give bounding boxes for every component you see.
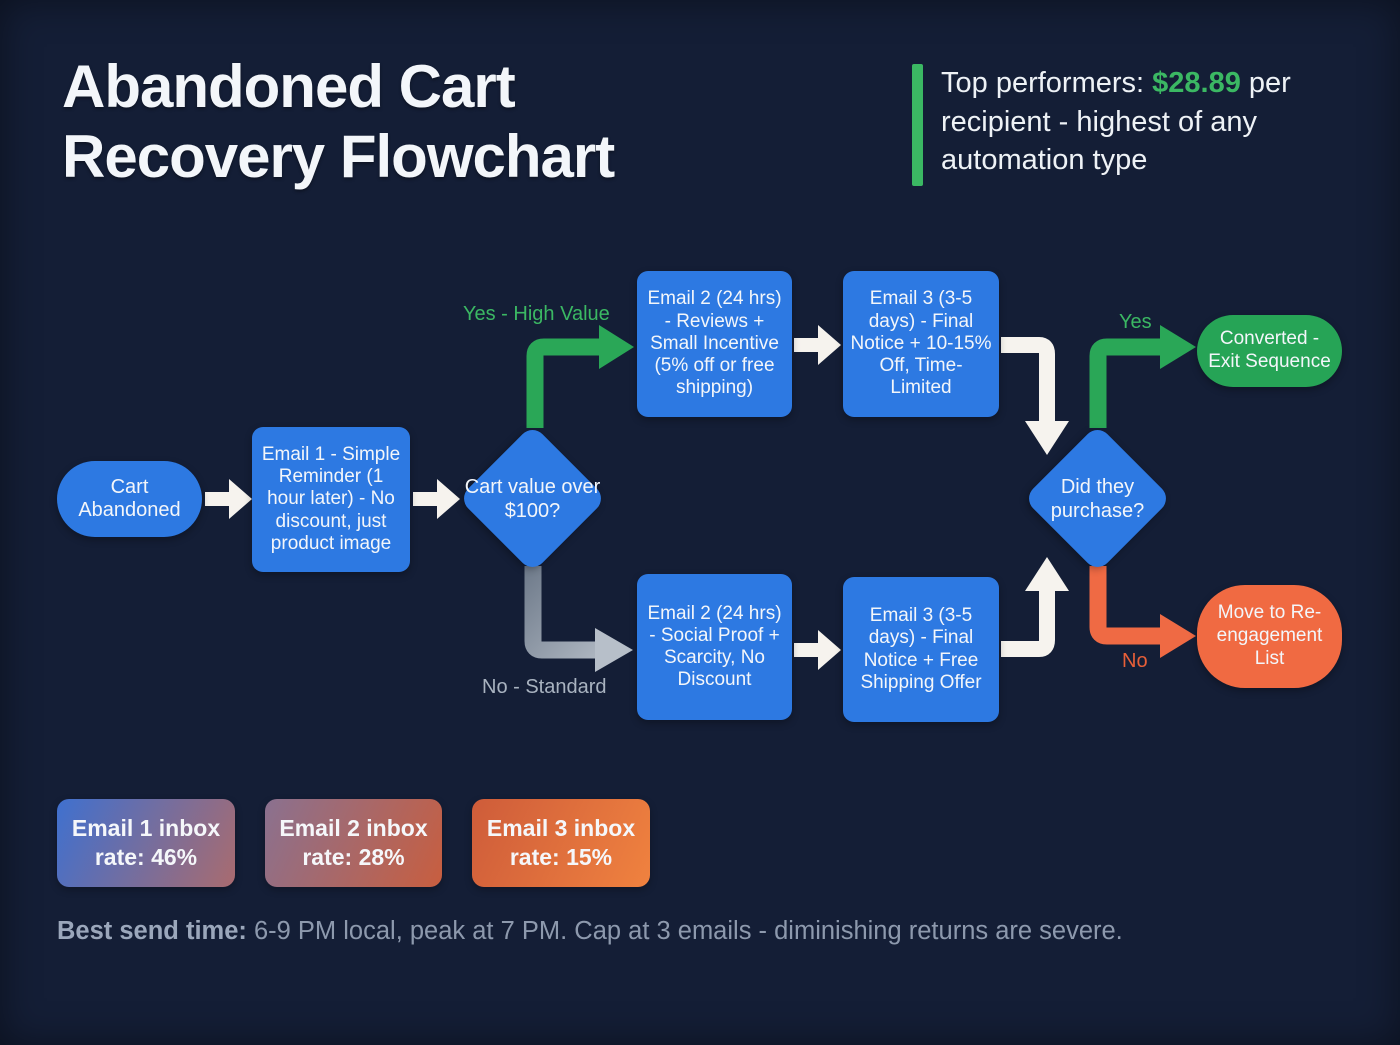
stat-email1-inbox-rate: Email 1 inbox rate: 46%	[57, 799, 235, 887]
best-send-time-note: Best send time: 6-9 PM local, peak at 7 …	[57, 917, 1123, 946]
page-title: Abandoned Cart Recovery Flowchart	[62, 53, 615, 191]
top-performers-callout: Top performers: $28.89 per recipient - h…	[912, 64, 1313, 186]
node-decision-cart-value: Cart value over $100?	[458, 424, 607, 573]
node-label: Email 3 (3-5 days) - Final Notice + Free…	[860, 605, 982, 693]
arrow-email2std-to-email3std	[794, 630, 841, 670]
arrow-email3std-to-decision2	[1001, 557, 1069, 657]
stat-label: Email 3 inbox rate: 15%	[486, 815, 636, 870]
node-email1: Email 1 - Simple Reminder (1 hour later)…	[252, 427, 410, 572]
footer-bold: Best send time:	[57, 917, 247, 945]
edge-label-no: No	[1122, 650, 1148, 672]
node-label: Email 2 (24 hrs) - Social Proof + Scarci…	[647, 602, 782, 691]
callout-prefix: Top performers:	[941, 67, 1153, 99]
footer-text: 6-9 PM local, peak at 7 PM. Cap at 3 ema…	[246, 917, 1123, 945]
arrow-start-to-email1	[205, 479, 252, 519]
callout-value: $28.89	[1152, 67, 1241, 99]
arrow-no-reengage	[1089, 566, 1196, 658]
stat-email3-inbox-rate: Email 3 inbox rate: 15%	[472, 799, 650, 887]
arrow-email2high-to-email3high	[794, 325, 841, 365]
node-label: Cart value over $100?	[464, 475, 601, 522]
arrow-email1-to-decision	[413, 479, 460, 519]
edge-label-yes: Yes	[1119, 311, 1152, 333]
arrow-no-standard	[524, 566, 633, 672]
node-label: Move to Re-engagement List	[1216, 602, 1323, 669]
node-label: Cart Abandoned	[78, 475, 181, 521]
node-converted: Converted - Exit Sequence	[1197, 315, 1342, 387]
node-decision-purchase: Did they purchase?	[1023, 424, 1172, 573]
node-email3-high-value: Email 3 (3-5 days) - Final Notice + 10-1…	[843, 271, 999, 417]
callout-suffix: per recipient - highest of any automatio…	[941, 67, 1291, 177]
node-label: Email 1 - Simple Reminder (1 hour later)…	[261, 443, 401, 554]
arrow-email3high-to-decision2	[1001, 337, 1069, 455]
node-label: Email 2 (24 hrs) - Reviews + Small Incen…	[647, 288, 782, 399]
node-email2-standard: Email 2 (24 hrs) - Social Proof + Scarci…	[637, 574, 792, 720]
node-reengagement: Move to Re-engagement List	[1197, 585, 1342, 688]
node-label: Converted - Exit Sequence	[1208, 328, 1331, 372]
edge-label-no-standard: No - Standard	[482, 676, 607, 698]
node-email2-high-value: Email 2 (24 hrs) - Reviews + Small Incen…	[637, 271, 792, 417]
node-label: Did they purchase?	[1050, 475, 1145, 522]
stat-email2-inbox-rate: Email 2 inbox rate: 28%	[265, 799, 442, 887]
arrow-yes-converted	[1089, 325, 1196, 428]
node-email3-standard: Email 3 (3-5 days) - Final Notice + Free…	[843, 577, 999, 722]
edge-label-yes-high-value: Yes - High Value	[463, 303, 610, 325]
stat-label: Email 1 inbox rate: 46%	[71, 815, 221, 870]
callout-accent-bar	[912, 64, 923, 186]
stat-label: Email 2 inbox rate: 28%	[279, 815, 428, 870]
arrow-yes-high-value	[526, 325, 634, 428]
node-label: Email 3 (3-5 days) - Final Notice + 10-1…	[850, 288, 992, 399]
callout-text: Top performers: $28.89 per recipient - h…	[941, 64, 1313, 186]
node-cart-abandoned: Cart Abandoned	[57, 461, 202, 537]
